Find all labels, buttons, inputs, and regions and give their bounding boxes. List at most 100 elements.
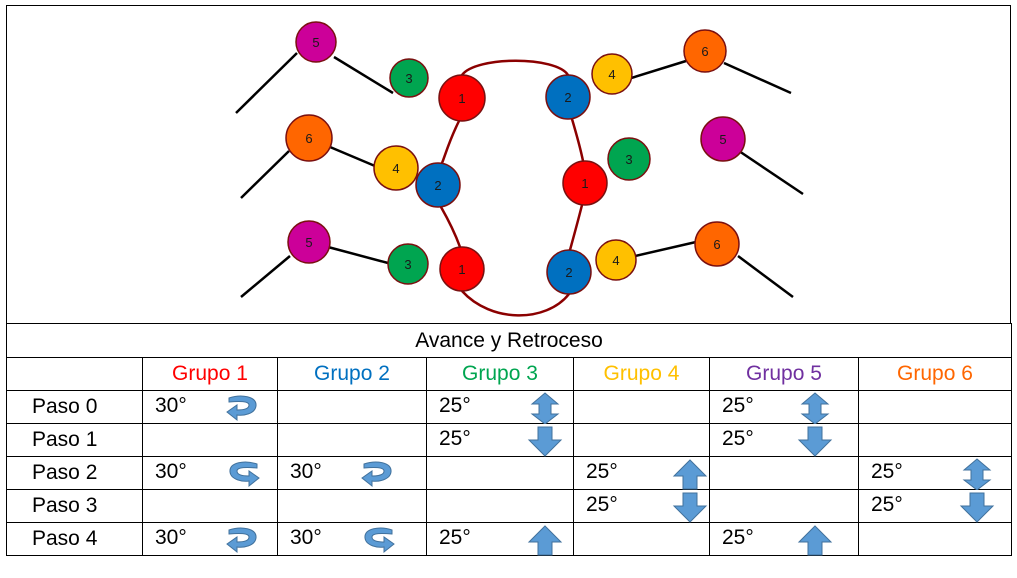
joint-node-4 <box>591 53 633 95</box>
joint-node-1 <box>438 74 486 122</box>
step-label: Paso 4 <box>6 522 143 556</box>
angle-value: 25° <box>586 493 618 516</box>
body-right-upper <box>570 118 585 162</box>
group-step-cell: 25° <box>573 489 710 523</box>
joint-node-label: 3 <box>405 71 412 86</box>
joint-node-6 <box>694 221 740 267</box>
angle-value: 25° <box>439 427 471 450</box>
group-header: Grupo 3 <box>426 357 574 391</box>
joint-node-3 <box>387 243 429 285</box>
group-header: Grupo 5 <box>709 357 859 391</box>
joint-node-5 <box>700 116 746 162</box>
joint-node-3 <box>607 137 651 181</box>
joint-node-label: 5 <box>305 235 312 250</box>
leg-line <box>333 55 394 95</box>
angle-value: 25° <box>439 394 471 417</box>
joint-node-1 <box>562 160 608 206</box>
angle-value: 30° <box>155 526 187 549</box>
joint-node-1 <box>439 246 485 292</box>
joint-node-2 <box>546 249 592 295</box>
group-step-cell <box>858 423 1012 457</box>
group-step-cell: 25° <box>709 522 859 556</box>
leg-line <box>240 255 291 298</box>
up-arrow-icon <box>527 525 563 556</box>
joint-node-label: 4 <box>392 161 399 176</box>
angle-value: 30° <box>290 460 322 483</box>
joint-node-label: 4 <box>612 253 619 268</box>
joint-node-label: 6 <box>713 237 720 252</box>
group-step-cell: 30° <box>142 456 278 490</box>
group-header: Grupo 1 <box>142 357 278 391</box>
group-step-cell: 25° <box>709 390 859 424</box>
joint-node-2 <box>415 162 461 208</box>
angle-value: 25° <box>722 526 754 549</box>
joint-node-5 <box>287 220 331 264</box>
angle-value: 25° <box>722 427 754 450</box>
joint-node-label: 1 <box>458 262 465 277</box>
group-step-cell: 30° <box>277 456 427 490</box>
leg-line <box>723 61 792 95</box>
body-left-lower <box>439 206 462 248</box>
group-step-cell: 25° <box>426 522 574 556</box>
group-step-cell: 30° <box>277 522 427 556</box>
body-top-arc <box>460 59 570 76</box>
group-step-cell <box>277 390 427 424</box>
table-row: Paso 2 30° 30° 25° 25° <box>6 456 1012 490</box>
step-label: Paso 2 <box>6 456 143 490</box>
joint-node-label: 2 <box>564 90 571 105</box>
group-step-cell: 25° <box>709 423 859 457</box>
group-step-cell: 25° <box>858 456 1012 490</box>
joint-node-label: 1 <box>458 91 465 106</box>
leg-line <box>737 254 794 299</box>
group-step-cell <box>426 456 574 490</box>
group-step-cell: 30° <box>142 522 278 556</box>
down-arrow-icon <box>797 426 833 457</box>
joint-node-label: 2 <box>565 265 572 280</box>
joint-node-6 <box>285 114 333 162</box>
down-arrow-icon <box>672 492 708 523</box>
down-arrow-icon <box>527 426 563 457</box>
joint-node-label: 5 <box>719 132 726 147</box>
rotate-arrow-icon <box>361 461 392 488</box>
joint-node-label: 2 <box>434 178 441 193</box>
group-step-cell <box>426 489 574 523</box>
joint-node-6 <box>683 29 727 73</box>
group-step-cell <box>858 390 1012 424</box>
group-step-cell <box>277 489 427 523</box>
joint-node-label: 6 <box>701 44 708 59</box>
joint-node-4 <box>373 145 419 191</box>
angle-value: 30° <box>155 394 187 417</box>
table-title: Avance y Retroceso <box>6 323 1012 358</box>
rotate-arrow-icon <box>229 461 260 488</box>
leg-line <box>627 59 687 81</box>
joint-node-3 <box>389 58 429 98</box>
leg-line <box>738 149 804 196</box>
joint-node-label: 4 <box>608 67 615 82</box>
joint-node-label: 5 <box>312 35 319 50</box>
header-corner-cell <box>6 357 143 391</box>
up-down-arrow-icon <box>800 392 830 424</box>
joint-node-label: 3 <box>404 257 411 272</box>
group-header: Grupo 6 <box>858 357 1012 391</box>
joint-node-4 <box>595 239 637 281</box>
group-step-cell <box>142 489 278 523</box>
group-step-cell: 25° <box>573 456 710 490</box>
angle-value: 30° <box>290 526 322 549</box>
angle-value: 30° <box>155 460 187 483</box>
group-step-cell <box>277 423 427 457</box>
joint-node-label: 1 <box>581 176 588 191</box>
body-bottom-arc <box>461 290 570 317</box>
group-step-cell: 25° <box>426 423 574 457</box>
group-step-cell: 30° <box>142 390 278 424</box>
joint-node-label: 3 <box>625 152 632 167</box>
rotate-arrow-icon <box>364 527 395 554</box>
body-right-lower <box>568 204 584 251</box>
leg-line <box>329 145 376 168</box>
group-step-cell <box>709 489 859 523</box>
group-step-cell <box>573 390 710 424</box>
group-step-cell: 25° <box>858 489 1012 523</box>
leg-line <box>327 245 389 265</box>
